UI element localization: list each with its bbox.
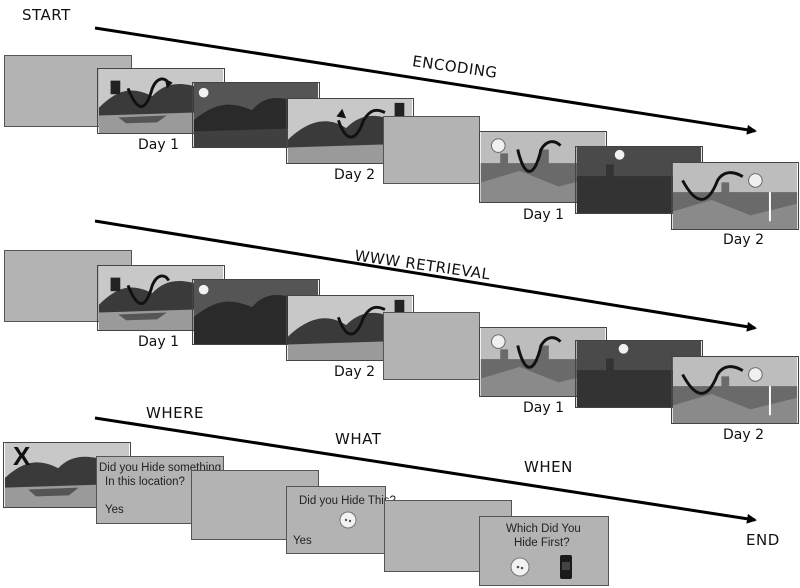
dark-roof-scene-image (576, 147, 702, 213)
when-question-panel: Which Did You Hide First? (479, 516, 609, 586)
where-question-line1: Did you Hide something (99, 462, 222, 474)
encoding-day1-label-a: Day 1 (138, 137, 180, 153)
retrieval-roof-scene-day2 (671, 356, 799, 424)
retrieval-day1-label-a: Day 1 (138, 334, 180, 350)
can-icon-2 (394, 102, 405, 117)
end-label: END (746, 531, 780, 549)
encoding-roof-scene-day2 (671, 162, 799, 230)
what-label: WHAT (335, 430, 382, 448)
roof-scene-image-2 (672, 163, 798, 229)
encoding-arrow (94, 26, 757, 135)
where-question-line2: In this location? (105, 476, 185, 488)
encoding-day2-label-a: Day 2 (334, 167, 376, 183)
roof-scene-image-4 (672, 357, 798, 423)
start-label: START (22, 6, 71, 24)
ball-icon (198, 87, 209, 98)
www-arrow (94, 416, 757, 524)
encoding-day2-label-b: Day 2 (723, 232, 765, 248)
can-choice-icon (560, 555, 572, 579)
when-question-line2: Hide First? (514, 537, 570, 549)
can-icon (110, 80, 121, 95)
retrieval-day2-label-a: Day 2 (334, 364, 376, 380)
when-question-line1: Which Did You (506, 523, 581, 535)
encoding-blank-panel-2 (383, 116, 480, 184)
what-question-panel: Did you Hide This? Yes (286, 486, 396, 554)
encoding-roof-scene-dark (575, 146, 703, 214)
ball-choice-icon (510, 557, 530, 577)
retrieval-day1-label-b: Day 1 (523, 400, 565, 416)
encoding-day1-label-b: Day 1 (523, 207, 565, 223)
retrieval-day2-label-b: Day 2 (723, 427, 765, 443)
ball-object-icon (339, 511, 357, 529)
ball-icon-2 (490, 138, 506, 153)
where-x-marker: X (13, 442, 31, 471)
what-answer: Yes (293, 535, 312, 547)
when-label: WHEN (524, 458, 573, 476)
where-label: WHERE (146, 404, 204, 422)
retrieval-roof-scene-dark (575, 340, 703, 408)
where-answer: Yes (105, 504, 124, 516)
what-question: Did you Hide This? (299, 495, 396, 507)
retrieval-blank-panel-2 (383, 312, 480, 380)
retrieval-arrow (94, 219, 757, 332)
